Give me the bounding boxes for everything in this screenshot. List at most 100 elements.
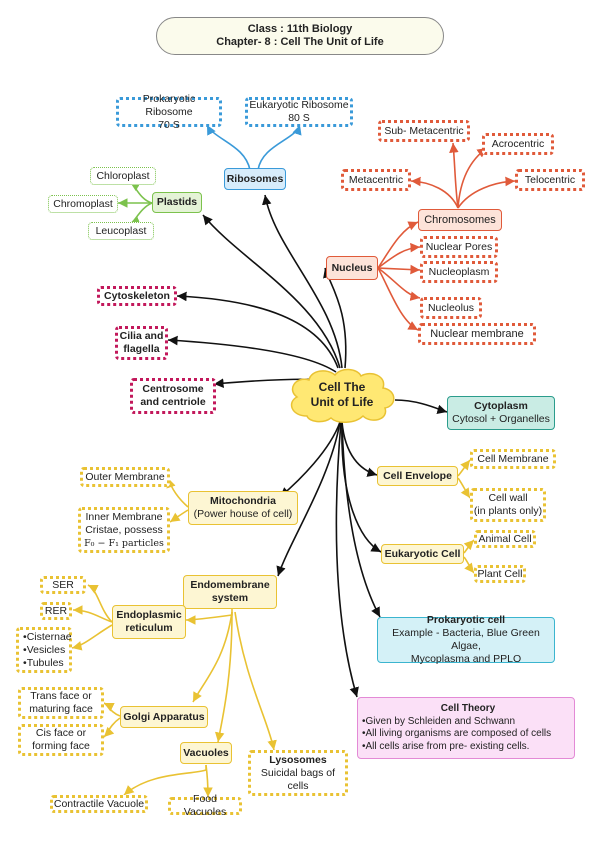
- vacuoles-node: Vacuoles: [180, 742, 232, 764]
- leucoplast-label: Leucoplast: [95, 224, 147, 237]
- food-vacuoles-label: Food Vacuoles: [183, 793, 227, 818]
- cell-membrane-node: Cell Membrane: [470, 449, 556, 469]
- link-cilia: [167, 335, 337, 373]
- nucleolus-node: Nucleolus: [420, 297, 482, 319]
- sub-metacentric-node: Sub- Metacentric: [378, 120, 470, 142]
- page-title: Class : 11th Biology Chapter- 8 : Cell T…: [156, 17, 444, 55]
- prokaryotic-ribosome-line1: Prokaryotic Ribosome: [142, 92, 196, 118]
- er-item: Cisternae: [23, 631, 72, 644]
- prokaryotic-line1: Example - Bacteria, Blue Green Algae,: [392, 627, 540, 652]
- prokaryotic-cell-node: Prokaryotic cell Example - Bacteria, Blu…: [377, 614, 555, 665]
- eukaryotic-cell-node: Eukaryotic Cell: [381, 544, 464, 564]
- endomembrane-node: Endomembrane system: [183, 575, 277, 609]
- er-node: Endoplasmic reticulum: [112, 605, 186, 639]
- acrocentric-label: Acrocentric: [491, 137, 545, 150]
- ribosomes-node: Ribosomes: [224, 168, 286, 190]
- central-cloud-node: Cell The Unit of Life: [283, 366, 401, 424]
- cell-wall-line2: (in plants only): [473, 505, 543, 517]
- cell-envelope-label: Cell Envelope: [383, 469, 452, 482]
- er-line2: reticulum: [125, 622, 173, 634]
- nuclear-membrane-label: Nuclear membrane: [430, 327, 524, 340]
- cell-theory-list: Given by Schleiden and Schwann All livin…: [362, 716, 552, 754]
- cell-theory-point: Given by Schleiden and Schwann: [362, 716, 551, 729]
- animal-cell-label: Animal Cell: [478, 532, 532, 545]
- center-line1: Cell The: [318, 380, 366, 394]
- cis-line1: Cis face or: [35, 727, 87, 739]
- inner-membrane-node: Inner Membrane Cristae, possess F₀ − F₁ …: [78, 507, 170, 553]
- outer-membrane-label: Outer Membrane: [85, 470, 165, 483]
- centrosome-node: Centrosome and centriole: [130, 378, 216, 414]
- plant-cell-node: Plant Cell: [474, 565, 526, 583]
- cytoskeleton-label: Cytoskeleton: [104, 289, 170, 302]
- sub-metacentric-label: Sub- Metacentric: [384, 124, 464, 137]
- eukaryotic-ribosome-node: Eukaryotic Ribosome 80 S: [245, 97, 353, 127]
- prokaryotic-line2: Mycoplasma and PPLO: [410, 653, 522, 665]
- er-items-node: Cisternae Vesicles Tubules: [16, 627, 72, 673]
- nuclear-pores-label: Nuclear Pores: [425, 240, 493, 253]
- mitochondria-node: Mitochondria (Power house of cell): [188, 491, 298, 525]
- leucoplast-node: Leucoplast: [88, 222, 154, 240]
- link-celltheory: [335, 421, 359, 698]
- animal-cell-node: Animal Cell: [474, 530, 536, 548]
- link-cytoskeleton: [176, 291, 339, 369]
- cell-wall-line1: Cell wall: [488, 492, 528, 504]
- ser-node: SER: [40, 576, 86, 594]
- cell-theory-point: All cells arise from pre- existing cells…: [362, 741, 551, 754]
- chromoplast-node: Chromoplast: [48, 195, 118, 213]
- nuclear-pores-node: Nuclear Pores: [420, 236, 498, 258]
- vacuoles-label: Vacuoles: [183, 746, 229, 759]
- plastids-label: Plastids: [156, 196, 198, 208]
- cilia-line1: Cilia and: [119, 330, 164, 342]
- prokaryotic-title: Prokaryotic cell: [426, 614, 506, 626]
- trans-line1: Trans face or: [30, 690, 92, 702]
- outer-membrane-node: Outer Membrane: [80, 467, 170, 487]
- cell-envelope-node: Cell Envelope: [377, 466, 458, 486]
- cilia-flagella-node: Cilia and flagella: [115, 326, 168, 360]
- centrosome-line1: Centrosome: [142, 383, 204, 395]
- rer-label: RER: [44, 604, 68, 617]
- cytoplasm-title: Cytoplasm: [474, 400, 528, 412]
- er-item: Vesicles: [23, 644, 72, 657]
- prokaryotic-ribosome-line2: 70 S: [158, 118, 180, 131]
- center-line2: Unit of Life: [310, 395, 374, 409]
- cell-theory-node: Cell Theory Given by Schleiden and Schwa…: [357, 697, 575, 759]
- ser-label: SER: [52, 578, 74, 591]
- nucleoplasm-node: Nucleoplasm: [420, 261, 498, 283]
- link-plastids: [202, 214, 341, 369]
- er-items-list: Cisternae Vesicles Tubules: [23, 631, 72, 670]
- title-line-2: Chapter- 8 : Cell The Unit of Life: [216, 36, 384, 48]
- lysosomes-node: Lysosomes Suicidal bags of cells: [248, 750, 348, 796]
- link-eukaryotic: [341, 421, 382, 553]
- cis-face-node: Cis face or forming face: [18, 724, 104, 756]
- trans-line2: maturing face: [29, 703, 93, 715]
- chromoplast-label: Chromoplast: [53, 197, 113, 210]
- cytoplasm-node: Cytoplasm Cytosol + Organelles: [447, 396, 555, 430]
- golgi-label: Golgi Apparatus: [123, 710, 205, 723]
- contractile-vacuole-label: Contractile Vacuole: [53, 797, 145, 810]
- trans-face-node: Trans face or maturing face: [18, 687, 104, 719]
- er-line1: Endoplasmic: [116, 609, 182, 621]
- endomembrane-line1: Endomembrane: [190, 579, 270, 591]
- cloud-shape: [290, 368, 395, 423]
- telocentric-label: Telocentric: [524, 173, 576, 186]
- cell-theory-point: All living organisms are composed of cel…: [362, 728, 552, 741]
- nucleoplasm-label: Nucleoplasm: [428, 265, 490, 278]
- plastids-node: Plastids: [152, 192, 202, 213]
- chromosomes-node: Chromosomes: [418, 209, 502, 231]
- title-line-1: Class : 11th Biology: [247, 23, 353, 35]
- food-vacuoles-node: Food Vacuoles: [168, 793, 242, 818]
- link-mitochondria: [279, 421, 341, 498]
- link-endomembrane: [276, 421, 341, 577]
- metacentric-label: Metacentric: [348, 173, 404, 186]
- contractile-vacuole-node: Contractile Vacuole: [50, 795, 148, 813]
- nucleus-label: Nucleus: [331, 261, 373, 274]
- plant-cell-label: Plant Cell: [477, 567, 523, 580]
- telocentric-node: Telocentric: [515, 169, 585, 191]
- golgi-node: Golgi Apparatus: [120, 706, 208, 728]
- inner-line3: F₀ − F₁ particles: [84, 537, 164, 549]
- inner-line1: Inner Membrane: [85, 510, 163, 523]
- rer-node: RER: [40, 602, 72, 620]
- cis-line2: forming face: [32, 740, 90, 752]
- eukaryotic-ribosome-line1: Eukaryotic Ribosome: [249, 99, 349, 111]
- nucleus-node: Nucleus: [326, 256, 378, 280]
